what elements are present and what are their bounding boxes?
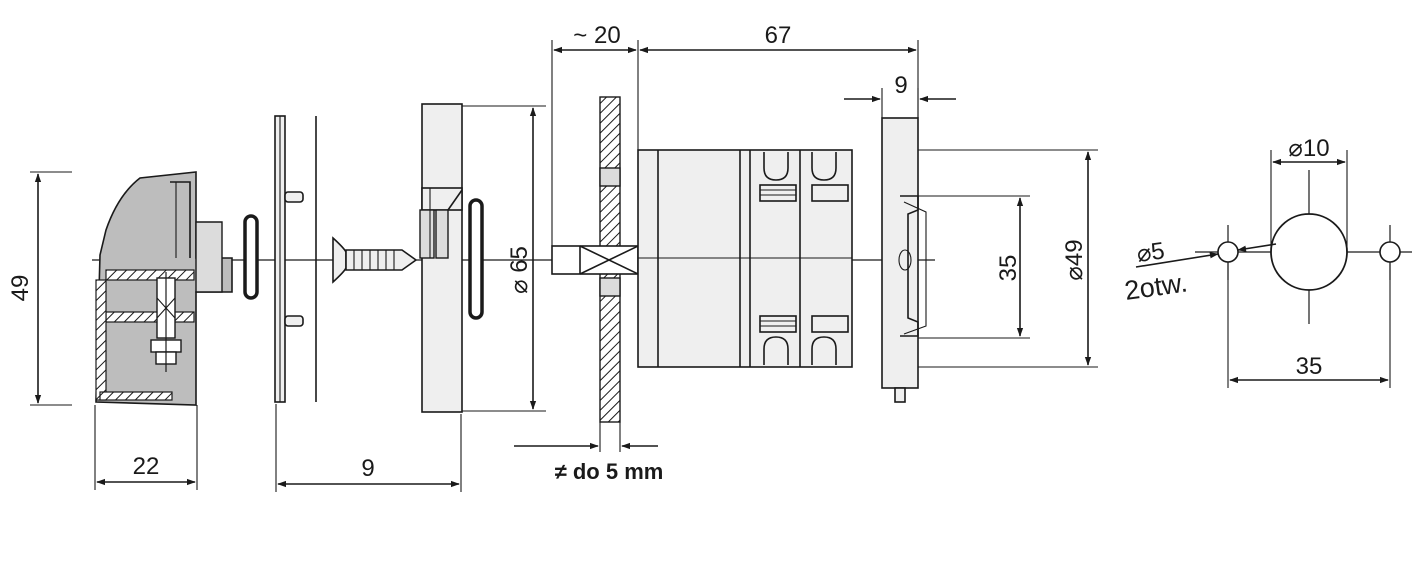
dim-side-holes: ⌀5: [1135, 237, 1166, 268]
dim-panel-thickness: ≠ do 5 mm: [555, 459, 664, 484]
knob-section: [95, 171, 233, 406]
din-rail-mount: [881, 117, 927, 403]
dim-cutout-spacing: 35: [1296, 353, 1323, 380]
dim-rail-height: 35: [995, 255, 1022, 282]
front-plate: [274, 115, 317, 403]
escutcheon-plate: [419, 103, 484, 413]
dim-rail-width: 9: [894, 72, 907, 99]
dim-front-gap: 9: [361, 455, 374, 482]
dim-shaft-projection: ~ 20: [573, 22, 620, 49]
dim-body-diameter: ⌀49: [1061, 239, 1088, 280]
dim-knob-depth: 22: [133, 453, 160, 480]
left-hole: [1217, 241, 1239, 263]
o-ring-1: [243, 214, 259, 300]
panel-cutout: ⌀10 ⌀5 2otw. 35: [1123, 135, 1412, 388]
dim-holes-count: 2otw.: [1123, 267, 1190, 305]
dim-knob-height: 49: [7, 275, 34, 302]
dim-center-hole: ⌀10: [1288, 135, 1329, 162]
switch-body: [637, 149, 853, 368]
center-hole: [1270, 213, 1348, 291]
screw: [332, 236, 418, 284]
shaft: [551, 245, 639, 275]
right-hole: [1379, 241, 1401, 263]
dim-body-length: 67: [765, 22, 792, 49]
o-ring-2: [468, 198, 484, 320]
dim-plate-diameter: ⌀ 65: [506, 246, 533, 294]
